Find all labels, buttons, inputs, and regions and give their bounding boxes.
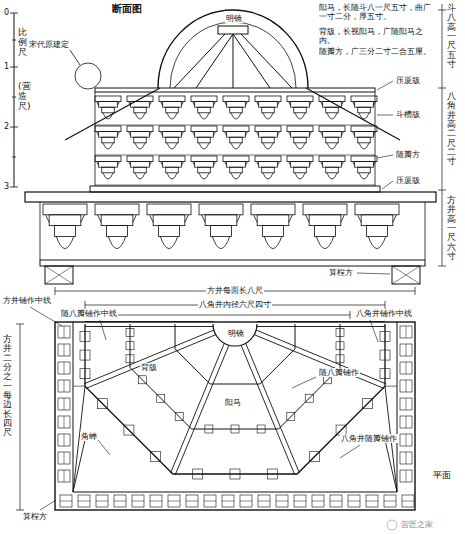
part-label: 方井铺作中线 <box>2 297 52 306</box>
scale-label: (营造尺) <box>18 82 27 112</box>
part-label: 斗八高一尺五寸 <box>447 4 456 69</box>
part-label: 平面 <box>432 470 452 480</box>
part-label: 阳马，长随斗八一尺五寸，曲广一寸二分，厚五寸。 <box>318 4 438 21</box>
scale-label: 3 <box>3 182 10 191</box>
part-label: 斗槽版 <box>395 110 421 119</box>
part-label: 方井高一尺六寸 <box>447 196 456 261</box>
part-label: 随八瓣铺作中线 <box>60 310 118 319</box>
part-label: 随瓣方 <box>395 150 421 159</box>
part-label: 随八瓣铺作 <box>318 368 360 377</box>
part-label: 明镜 <box>225 14 243 23</box>
part-label: 八角井高二尺二寸 <box>447 92 456 167</box>
part-label: 方井每面长八尺 <box>206 286 264 295</box>
part-label: 压厦版 <box>395 176 421 185</box>
scale-label: 2 <box>3 122 10 131</box>
part-label: 压厦版 <box>395 76 421 85</box>
scale-label: 0 <box>3 8 10 17</box>
part-label: 算桯方 <box>328 268 354 277</box>
part-label: 方井二分之一每边长四尺 <box>3 335 12 438</box>
part-label: 阳马 <box>224 398 242 407</box>
part-label: 宋代原建定 <box>28 40 70 49</box>
part-label: 算桯方 <box>22 512 48 521</box>
part-label: 角蝉 <box>80 432 98 441</box>
scale-label: 1 <box>3 62 10 71</box>
scale-label: 比例尺 <box>18 28 27 58</box>
part-label: 八角井内径六尺四寸 <box>198 300 272 309</box>
part-label: 明镜 <box>227 329 245 338</box>
part-label: 随瓣方，广三分二寸二合五厘。 <box>318 48 438 57</box>
part-label: 八角井随瓣铺作 <box>340 434 398 443</box>
watermark: 营匠之家 <box>400 520 434 529</box>
part-label: 背版，长视阳马，广随阳马之内。 <box>318 28 438 45</box>
line-work <box>10 4 446 530</box>
part-label: 背版 <box>140 363 158 372</box>
drawing-title: 断面图 <box>112 2 142 16</box>
part-label: 八角井铺作中线 <box>355 310 413 319</box>
